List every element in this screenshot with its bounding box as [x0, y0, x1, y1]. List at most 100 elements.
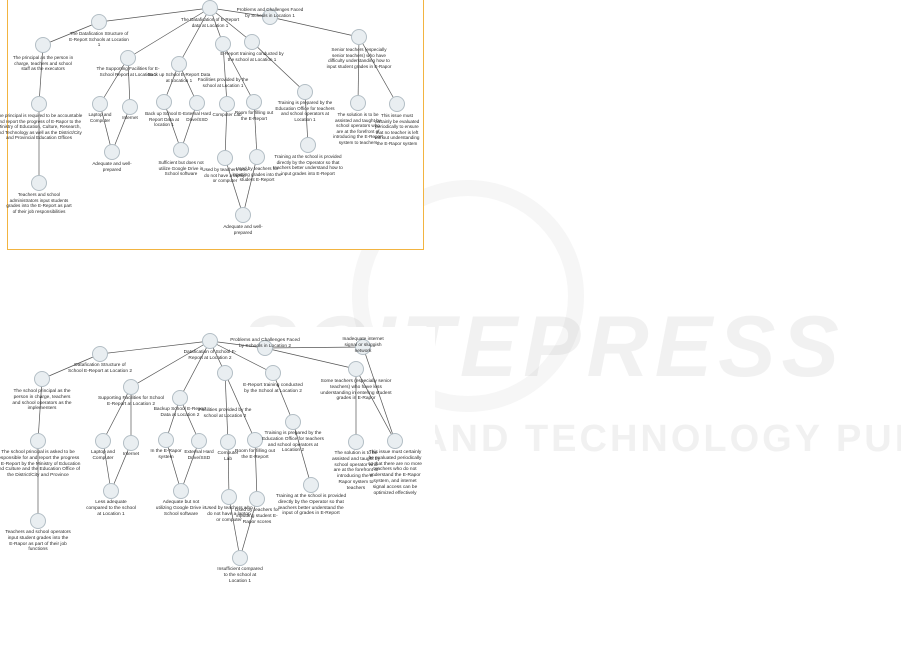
- connector-root-to-facilities: [127, 7, 211, 59]
- label-facilities: The Supporting Facilities for E-School R…: [96, 66, 160, 77]
- label-used-input: Used by teachers for inputting grades in…: [232, 166, 282, 183]
- label-room-filling: Room for filling out the E-Report: [234, 110, 274, 121]
- node-facilities-by: [217, 365, 233, 381]
- node-internet: [122, 99, 138, 115]
- label-comp-lab: Computer Lab: [217, 451, 239, 462]
- label-evaluated: This issue must certainly be evaluated p…: [374, 113, 420, 146]
- label-used-input: Used by teachers for inputting student E…: [234, 508, 280, 525]
- label-sufficient: Sufficient but does not utilize Google D…: [158, 160, 204, 177]
- label-principal-exec: The principal as the person in charge, t…: [12, 55, 74, 72]
- node-adequate-final: [235, 207, 251, 223]
- label-facilities-by: Facilities provided by the school at Loc…: [197, 77, 249, 88]
- label-teachers-input: Teachers and school administrators input…: [6, 192, 72, 214]
- label-evaluated: This issue must certainly be evaluated p…: [368, 450, 422, 496]
- label-ext-drive: External Hard Drive/SSD: [184, 450, 214, 461]
- label-internet: Internet: [122, 452, 140, 457]
- node-facilities-by: [215, 36, 231, 52]
- connector-problems-to-senior: [269, 16, 360, 38]
- node-problems: [262, 9, 278, 25]
- label-training-at: Training at the school is provided direc…: [275, 494, 347, 517]
- label-solution: The solution is to be assisted and taugh…: [333, 112, 383, 145]
- node-insufficient: [232, 550, 248, 566]
- label-principal-resp: The school principal is asked to be resp…: [0, 450, 81, 479]
- node-room-filling: [247, 432, 263, 448]
- node-laptop: [95, 433, 111, 449]
- label-problems: Problems and Challenges Faced by Schools…: [230, 338, 300, 349]
- label-problems: Problems and Challenges Faced by Schools…: [236, 7, 304, 18]
- node-backup: [172, 390, 188, 406]
- label-training-prepared: Training is prepared by the Education Of…: [262, 431, 324, 454]
- node-backup: [171, 56, 187, 72]
- label-root: The Datafication of E-Report data at Loc…: [180, 17, 240, 28]
- label-training-at: Training at the school is provided direc…: [273, 154, 343, 176]
- label-structure: The Datafication Structure of E-Report S…: [69, 31, 129, 48]
- node-structure: [92, 346, 108, 362]
- node-training-prepared: [285, 414, 301, 430]
- node-evaluated: [387, 433, 403, 449]
- label-less-adequate: Less adequate compared to the school at …: [86, 500, 136, 517]
- label-adequate-not: Adequate but not utilizing Google Drive …: [155, 500, 207, 517]
- node-teachers-input: [31, 175, 47, 191]
- label-ext-drive: External Hard Drive/SSD: [182, 111, 212, 122]
- node-principal-exec: [35, 37, 51, 53]
- node-backup-in: [156, 94, 172, 110]
- node-training-at: [303, 477, 319, 493]
- label-root: Datafication of School E-Report at Locat…: [183, 350, 237, 361]
- label-senior: Some teachers (especially senior teacher…: [320, 379, 392, 402]
- node-less-adequate: [103, 483, 119, 499]
- node-senior: [348, 361, 364, 377]
- label-training-prepared: Training is prepared by the Education Of…: [275, 100, 335, 122]
- node-teachers-input: [30, 513, 46, 529]
- node-facilities: [123, 379, 139, 395]
- node-comp-lab: [219, 96, 235, 112]
- node-solution: [350, 95, 366, 111]
- node-evaluated: [389, 96, 405, 112]
- node-used-input: [249, 491, 265, 507]
- node-training-prepared: [297, 84, 313, 100]
- label-used-laptop: Used by teachers who do not have a lapto…: [202, 167, 248, 184]
- label-backup: Backup School E-Report Data at Location …: [153, 407, 207, 418]
- node-in-erapor: [158, 432, 174, 448]
- node-principal-resp: [30, 433, 46, 449]
- label-structure: Datafication Structure of School E-Repor…: [68, 363, 132, 374]
- connector-root-to-facilities: [130, 340, 211, 388]
- node-adequate-not: [173, 483, 189, 499]
- node-senior: [351, 29, 367, 45]
- label-senior: Senior teachers (especially senior teach…: [326, 47, 392, 69]
- node-training: [244, 34, 260, 50]
- node-inadequate-net: [355, 339, 371, 355]
- node-training-at: [300, 137, 316, 153]
- label-room-filling: Room for filling out the E-Report: [235, 449, 275, 460]
- node-comp-lab: [220, 434, 236, 450]
- mind-map-location-1: The Datafication of E-Report data at Loc…: [0, 0, 424, 250]
- node-room-filling: [246, 94, 262, 110]
- label-training: E-Report training conducted by the schoo…: [220, 51, 284, 62]
- node-principal-exec: [34, 371, 50, 387]
- label-comp-lab: Computer Lab: [212, 112, 242, 117]
- node-ext-drive: [189, 95, 205, 111]
- label-adequate-final: Adequate and well-prepared: [223, 224, 263, 235]
- label-training: E-Report training conducted by the Schoo…: [243, 383, 303, 394]
- label-in-erapor: In the E-Rapor system: [150, 449, 182, 460]
- node-facilities: [120, 50, 136, 66]
- node-used-laptop: [217, 150, 233, 166]
- node-internet: [123, 435, 139, 451]
- node-principal-resp: [31, 96, 47, 112]
- node-sufficient: [173, 142, 189, 158]
- label-facilities: Supporting Facilities for School E-Repor…: [97, 396, 165, 407]
- label-inadequate-net: Inadequate internet signal or sluggish n…: [342, 337, 384, 354]
- label-internet: Internet: [122, 115, 138, 120]
- label-solution: The solution is to be assisted and taugh…: [331, 451, 380, 491]
- label-backup: Back up School E-Report Data at Location…: [147, 72, 211, 83]
- label-used-laptop: Used by teachers who do not have a lapto…: [205, 506, 253, 523]
- label-teachers-input: Teachers and school operators input stud…: [5, 530, 71, 553]
- node-training: [265, 365, 281, 381]
- node-ext-drive: [191, 433, 207, 449]
- label-adequate-well: Adequate and well-prepared: [92, 161, 132, 172]
- node-root: [202, 0, 218, 16]
- node-used-laptop: [221, 489, 237, 505]
- mind-map-location-2: Datafication of School E-Report at Locat…: [0, 327, 435, 605]
- node-structure: [91, 14, 107, 30]
- label-insufficient: Insufficient compared to the school at L…: [217, 567, 263, 584]
- node-root: [202, 333, 218, 349]
